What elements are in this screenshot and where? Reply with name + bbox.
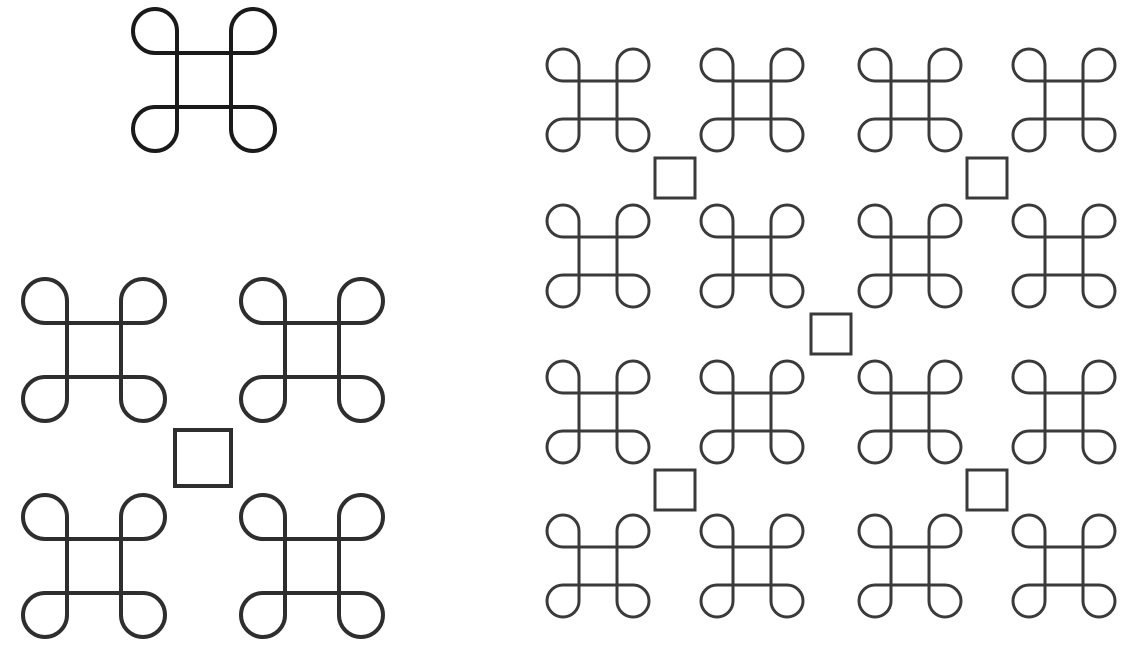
bowen-knot-icon [701,515,803,617]
bowen-knot-icon [859,515,961,617]
bowen-knot-icon [547,205,649,307]
knot-connector [655,158,695,198]
knot-connector [967,470,1007,510]
knot-connector [811,314,851,354]
fractal-level-2-panel [23,279,383,637]
bowen-knot-icon [701,361,803,463]
bowen-knot-icon [1013,515,1115,617]
bowen-knot-icon [241,279,383,421]
fractal-level-3-panel [547,49,1115,617]
knot-connector [967,158,1007,198]
knot-connector [175,430,231,486]
bowen-knot-icon [1013,205,1115,307]
bowen-knot-icon [547,361,649,463]
bowen-knot-icon [133,9,275,151]
knot-connector [655,470,695,510]
bowen-knot-icon [859,205,961,307]
bowen-knot-icon [859,361,961,463]
bowen-knot-icon [23,495,165,637]
bowen-knot-icon [547,515,649,617]
bowen-knot-icon [859,49,961,151]
bowen-knot-icon [1013,49,1115,151]
bowen-knot-icon [547,49,649,151]
bowen-knot-icon [701,49,803,151]
bowen-knot-icon [23,279,165,421]
bowen-knot-icon [241,495,383,637]
fractal-level-1-panel [133,9,275,151]
bowen-knot-icon [701,205,803,307]
bowen-knot-icon [1013,361,1115,463]
